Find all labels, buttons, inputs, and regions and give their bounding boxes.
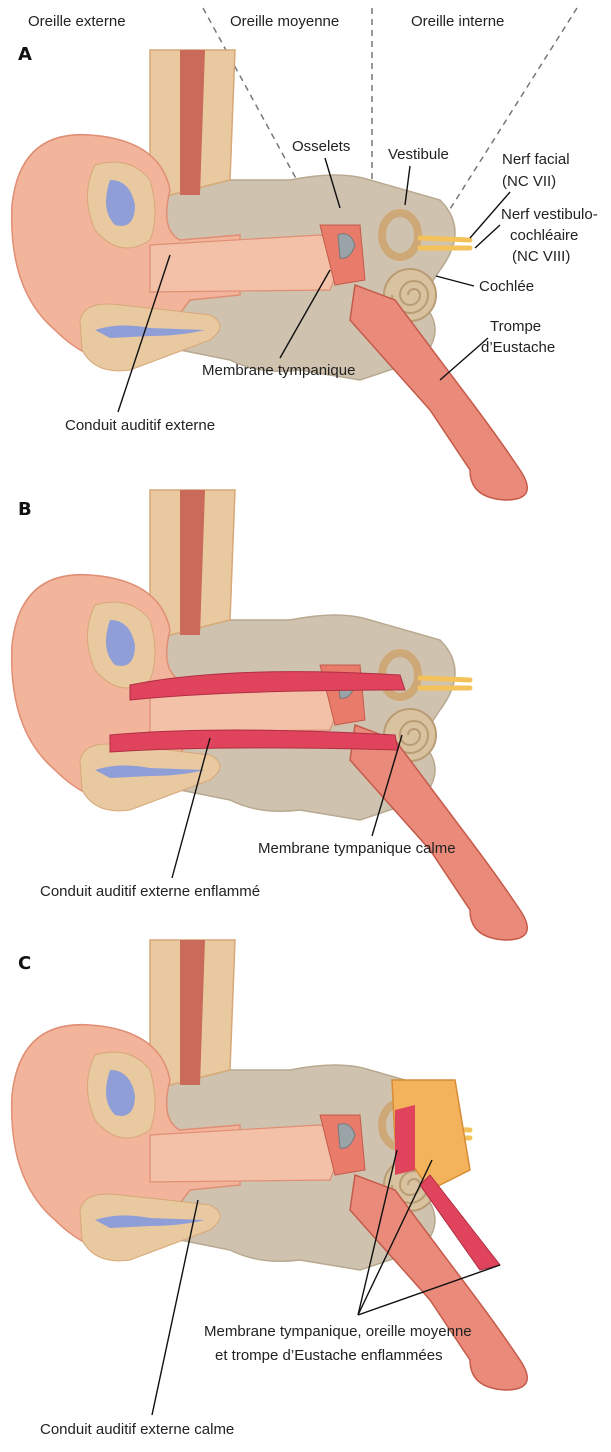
label-inflamed-2: et trompe d’Eustache enflammées [215,1347,443,1364]
panel-letter-c: C [18,953,31,974]
label-eustachian-2: d’Eustache [481,339,555,356]
label-tympanic-a: Membrane tympanique [202,362,355,379]
region-inner-ear: Oreille interne [411,13,504,30]
label-facial-nerve-1: Nerf facial [502,151,570,168]
label-vc-nerve-1: Nerf vestibulo- [501,206,598,223]
label-vc-nerve-2: cochléaire [510,227,578,244]
label-canal-b: Conduit auditif externe enflammé [40,883,260,900]
label-vc-nerve-3: (NC VIII) [512,248,570,265]
label-facial-nerve-2: (NC VII) [502,173,556,190]
panel-c: C Membrane tympanique, oreille moyenne e… [12,940,528,1438]
divider-inner-right [440,8,577,225]
label-inflamed-1: Membrane tympanique, oreille moyenne [204,1323,472,1340]
panel-b: B Membrane tympanique calme Conduit audi… [12,490,528,940]
label-canal-c: Conduit auditif externe calme [40,1421,234,1438]
region-middle-ear: Oreille moyenne [230,13,339,30]
label-ossicles: Osselets [292,138,350,155]
arrow-cochlea [436,276,474,286]
arrow-eustachian [440,338,488,380]
label-eustachian-1: Trompe [490,318,541,335]
label-tympanic-b: Membrane tympanique calme [258,840,456,857]
region-outer-ear: Oreille externe [28,13,126,30]
label-vestibule: Vestibule [388,146,449,163]
label-canal-a: Conduit auditif externe [65,417,215,434]
panel-letter-b: B [18,499,32,520]
label-cochlea: Cochlée [479,278,534,295]
panel-a: A Osselets Vestibule Nerf facial (NC VII… [12,44,598,500]
panel-letter-a: A [18,44,32,65]
